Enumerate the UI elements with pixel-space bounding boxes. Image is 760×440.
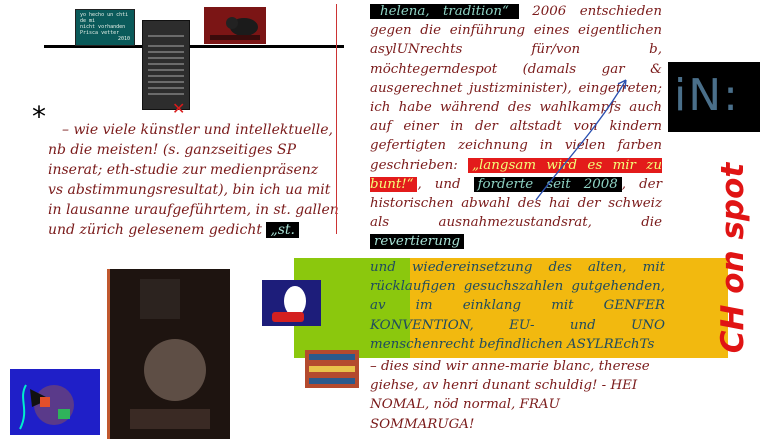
thumbnail-line: yo hecho un chti de mi	[80, 12, 129, 24]
divider-line	[44, 45, 344, 48]
bird-artwork	[10, 369, 100, 435]
in-logo[interactable]: iN:	[668, 62, 760, 132]
left-line: inserat; eth-studie zur medienpräsenz	[48, 162, 319, 178]
in-logo-text: iN:	[674, 70, 740, 121]
cross-icon: ✕	[172, 99, 186, 118]
ch-on-spot-title[interactable]: CH on spot	[708, 142, 758, 374]
thumbnail-line: 2010	[117, 36, 130, 42]
thumbnail-line: Prisca vetter	[80, 30, 120, 36]
cat-photo	[204, 7, 266, 44]
left-line: nb die meisten! (s. ganzseitiges SP	[48, 142, 297, 158]
revertierung-tag[interactable]: revertierung	[370, 234, 465, 250]
screen-thumbnail: yo hecho un chti de mi nicht vorhanden P…	[75, 9, 135, 46]
arrow-icon	[535, 79, 627, 201]
asterisk-icon: *	[32, 100, 46, 133]
frame-line	[336, 4, 337, 234]
main-text: , und	[417, 176, 461, 192]
left-line-text: und zürich gelesenem gedicht	[48, 222, 262, 238]
main-text: , der historischen abwahl des hai der sc…	[370, 176, 662, 231]
closing-paragraph: – dies sind wir anne-marie blanc, theres…	[370, 359, 650, 432]
dark-photo	[107, 269, 230, 439]
face-icon	[262, 280, 321, 326]
yellow-block	[410, 258, 728, 358]
left-line: in lausanne uraufgeführtem, in st. galle…	[48, 202, 339, 218]
helena-tradition-tag[interactable]: helena, tradition“	[370, 4, 519, 19]
thumbnail-line: nicht vorhanden	[80, 24, 126, 30]
asylum-paragraph: und wiedereinsetzung des alten, mit rück…	[370, 260, 665, 352]
pattern-artwork	[305, 350, 359, 388]
left-line: – wie viele künstler und intellektuelle,	[62, 122, 333, 138]
main-paragraph: helena, tradition“ 2006 entschieden gege…	[370, 2, 662, 252]
left-line: vs abstimmungsresultat), bin ich ua mit	[48, 182, 331, 198]
poster-thumbnail	[142, 20, 190, 110]
left-line: und zürich gelesenem gedicht „st.	[48, 220, 353, 240]
left-paragraph: – wie viele künstler und intellektuelle,…	[48, 120, 353, 240]
st-tag[interactable]: „st.	[266, 222, 299, 238]
ch-on-spot-text: CH on spot	[715, 162, 751, 354]
main-text: 2006 entschieden gegen die einführung ei…	[370, 4, 662, 173]
